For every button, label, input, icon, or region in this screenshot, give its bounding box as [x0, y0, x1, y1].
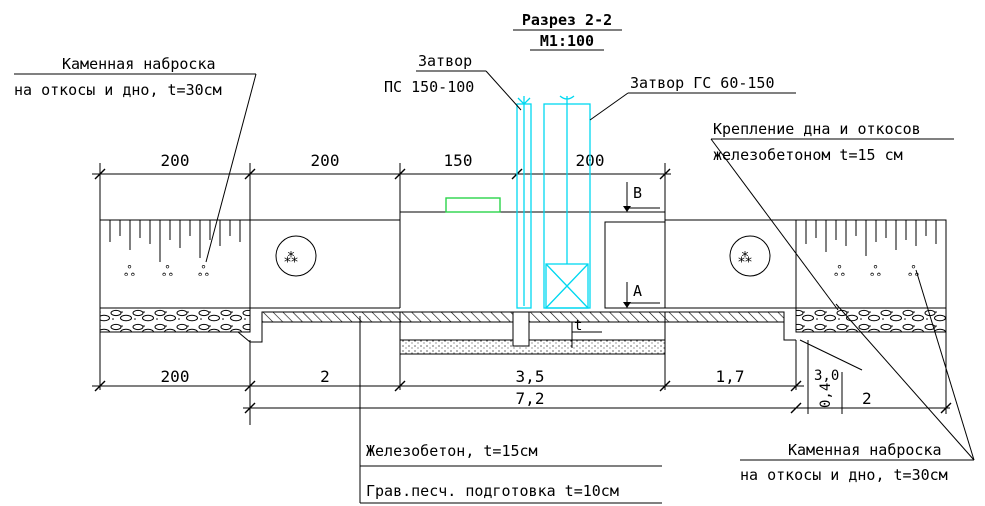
right-channel-block: ⁂: [664, 219, 796, 341]
dim-slope: 3,0: [814, 368, 839, 384]
right-slope-toe: [783, 322, 796, 341]
chamber-gravel-base: [399, 339, 666, 355]
left-block-outline: [99, 219, 251, 309]
left-stone-layer: [99, 307, 251, 333]
level-b-head: [623, 206, 631, 212]
leader-gate-ps: Затвор ПС 150-100: [384, 52, 522, 111]
dim-top-3: 150: [444, 151, 473, 170]
left-slope-toe: [237, 322, 263, 343]
stone-dots: ⁂: [284, 250, 298, 266]
dim-top-1: 200: [161, 151, 190, 170]
lining-line1: Крепление дна и откосов: [713, 120, 921, 138]
root-symbol: ஃ: [834, 264, 845, 280]
stone-right-line1: Каменная наброска: [788, 441, 942, 459]
gate-gs-60-150: [543, 95, 591, 309]
tick-marks: [94, 380, 952, 414]
root-symbol: ஃ: [198, 264, 209, 280]
right-vertical-strokes: [805, 220, 937, 256]
dim-top-2: 200: [311, 151, 340, 170]
gate-gs-label: Затвор ГС 60-150: [630, 74, 775, 92]
level-b-label: B: [633, 184, 642, 202]
root-symbol: ஃ: [908, 264, 919, 280]
stone-symbol: [729, 235, 771, 277]
tick-marks: [94, 168, 671, 180]
gate-slot: [512, 311, 530, 347]
leader-line: [205, 73, 257, 263]
lining-line2: железобетоном t=15 см: [713, 146, 903, 164]
leader-stone-right: Каменная наброска на откосы и дно, t=30с…: [740, 269, 975, 484]
dim-bottom-3: 1,7: [716, 367, 745, 386]
level-a-label: A: [633, 282, 642, 300]
section-title: Разрез 2-2 М1:100: [513, 11, 622, 51]
gate-structure: B A t: [399, 182, 666, 355]
chamber-outline: [399, 211, 666, 308]
leader-line: [915, 269, 975, 461]
dim-bottom-left: 200: [161, 367, 190, 386]
dim-bottom-1: 2: [320, 367, 330, 386]
bottom-dimension-chain: 200 2 3,5 1,7 7,2 0,4 3,0 2: [92, 332, 952, 425]
leader-line: [835, 303, 975, 461]
dim-bottom-right: 2: [862, 389, 872, 408]
gate-ps-line1: Затвор: [418, 52, 472, 70]
slope-guide: [799, 339, 863, 371]
gate-gs-leaf: [545, 263, 589, 309]
stone-right-line2: на откосы и дно, t=30см: [740, 466, 948, 484]
green-marker: [445, 197, 501, 213]
leader-line: [485, 70, 522, 111]
leader-lining: Крепление дна и откосов железобетоном t=…: [710, 120, 954, 311]
dim-bottom-2: 3,5: [516, 367, 545, 386]
root-symbol: ஃ: [870, 264, 881, 280]
stone-dots: ⁂: [738, 250, 752, 266]
right-concrete-lining: [664, 311, 785, 323]
gate-ps-150-100: [516, 96, 532, 309]
dim-total: 7,2: [516, 389, 545, 408]
section-name: Разрез 2-2: [522, 11, 612, 29]
leader-stone-left: Каменная наброска на откосы и дно, t=30с…: [14, 55, 257, 263]
stone-left-line2: на откосы и дно, t=30см: [14, 81, 222, 99]
gate-ps-line2: ПС 150-100: [384, 78, 474, 96]
left-concrete-lining: [261, 311, 401, 323]
stone-left-line1: Каменная наброска: [62, 55, 216, 73]
concrete-label: Железобетон, t=15см: [366, 442, 538, 460]
gate-gs-cross: [545, 263, 589, 309]
section-scale: М1:100: [540, 32, 594, 50]
right-riprap-block: ஃ ஃ ஃ: [795, 219, 947, 333]
leader-gate-gs: Затвор ГС 60-150: [589, 74, 796, 121]
dim-vertical: 0,4: [818, 383, 834, 408]
leader-line: [589, 92, 629, 121]
chamber-concrete-floor: [399, 311, 666, 323]
top-dimension-chain: 200 200 150 200: [92, 151, 671, 220]
gravel-label: Грав.песч. подготовка t=10см: [366, 482, 619, 500]
right-stone-layer: [795, 307, 947, 333]
stone-symbol: [275, 235, 317, 277]
left-channel-block: ⁂: [250, 219, 401, 323]
gate-gs-handle: [559, 95, 575, 104]
leader-line: [710, 138, 839, 311]
chamber-opening: [604, 221, 666, 309]
leader-materials: Железобетон, t=15см Грав.песч. подготовк…: [359, 316, 662, 504]
root-symbol: ஃ: [162, 264, 173, 280]
left-riprap-block: ஃ ஃ ஃ: [99, 219, 263, 343]
thickness-label: t: [574, 318, 582, 334]
root-symbol: ஃ: [124, 264, 135, 280]
left-vertical-strokes: [109, 220, 241, 262]
gate-ps-handle: [517, 96, 531, 105]
